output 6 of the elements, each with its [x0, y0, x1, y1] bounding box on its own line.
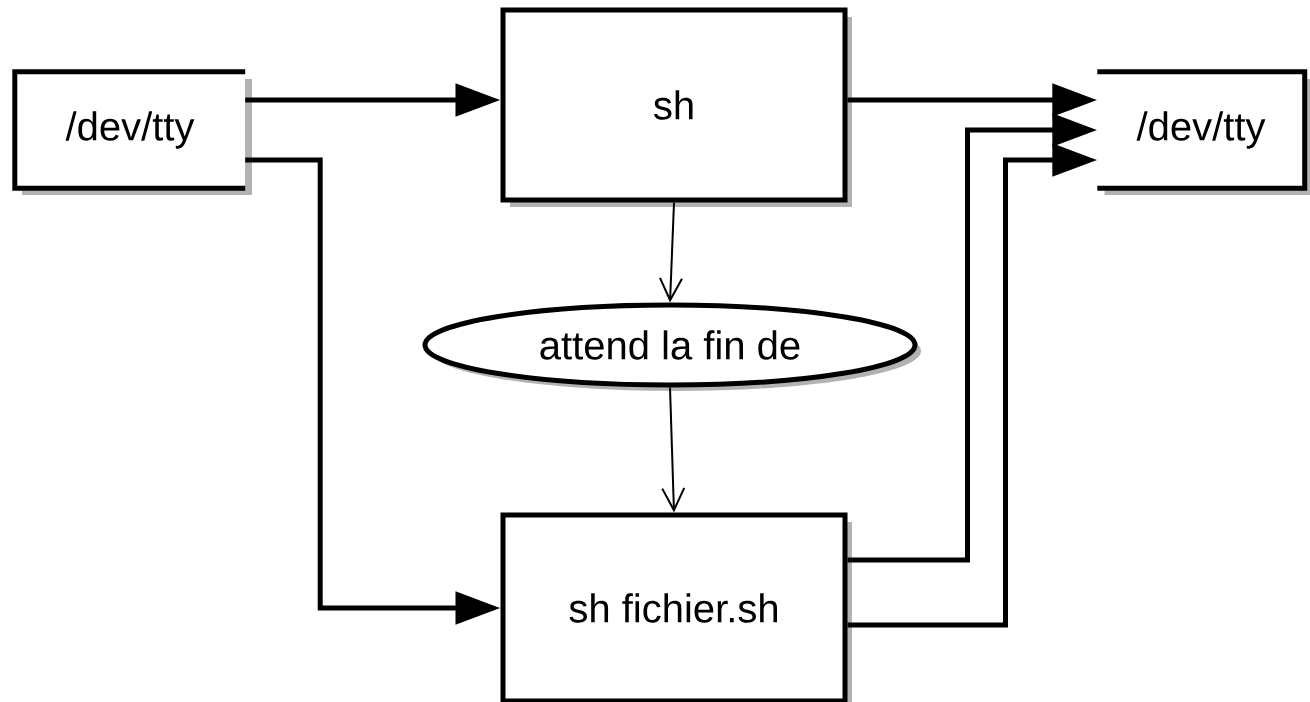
- device-box: /dev/tty: [12, 69, 252, 195]
- device-box: /dev/tty: [1097, 69, 1310, 195]
- process-box: sh fichier.sh: [500, 512, 852, 702]
- process-box: sh: [500, 7, 852, 207]
- arrow: [659, 201, 683, 303]
- arrow: [661, 386, 686, 513]
